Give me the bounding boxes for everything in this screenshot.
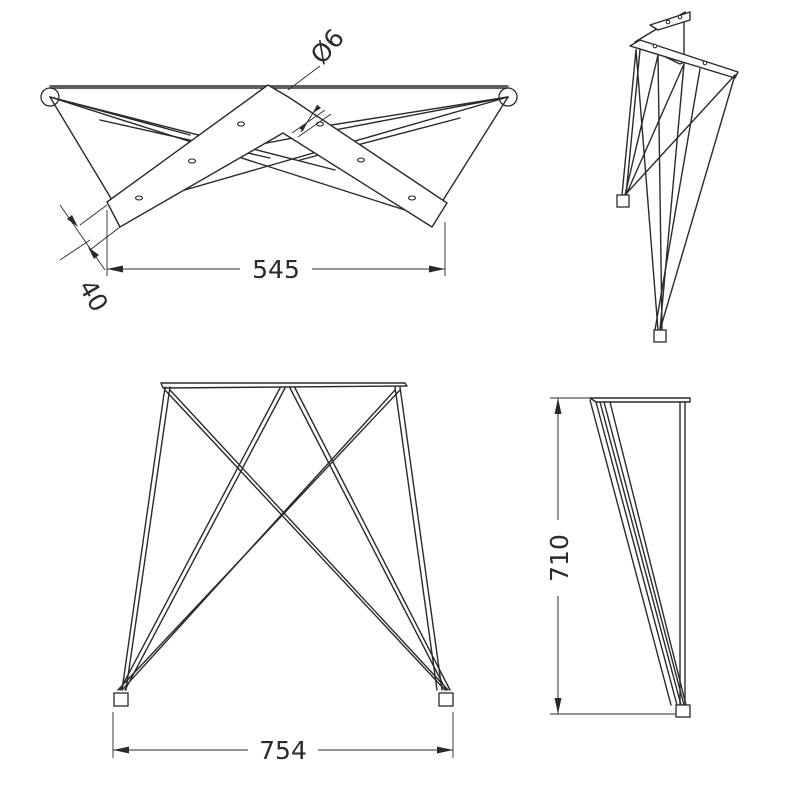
dimension-545: 545 [106, 210, 446, 284]
plate-hole [134, 195, 144, 201]
dimension-754: 754 [112, 712, 454, 765]
iso-bracket-hole [702, 60, 708, 66]
iso-bracket-hole [652, 43, 658, 49]
iso-bracket-hole [665, 19, 671, 25]
isometric-view [616, 11, 739, 343]
plate-hole [315, 121, 325, 127]
dimension-710: 710 [545, 397, 676, 715]
dimension-label-bottom-width: 754 [259, 736, 307, 765]
dimension-label-top-width: 545 [252, 255, 300, 284]
side-view-foot [675, 704, 691, 718]
front-view-rods [117, 386, 451, 691]
iso-bracket-horizontal [629, 39, 739, 79]
top-view-mounting-plate [106, 84, 448, 228]
dimension-40: 40 [59, 204, 121, 317]
side-view: 710 [545, 397, 691, 718]
dimension-label-rod-diameter: Ø6 [305, 24, 350, 70]
iso-rods [621, 49, 736, 331]
front-view: 754 [112, 382, 454, 765]
front-view-left-foot [113, 692, 129, 707]
plate-hole [236, 121, 246, 127]
plate-hole [407, 195, 417, 201]
top-view: 545 40 Ø6 [40, 24, 518, 317]
dimension-label-height: 710 [545, 534, 574, 582]
front-view-right-foot [438, 692, 454, 707]
side-view-top-plate [589, 397, 691, 403]
dimension-label-plate-width: 40 [73, 275, 114, 317]
iso-foot [616, 194, 630, 208]
front-view-top-plate [160, 382, 408, 389]
plate-hole [356, 157, 366, 163]
side-view-rods [589, 399, 687, 706]
iso-foot [653, 329, 667, 343]
iso-bracket-hole [677, 14, 683, 20]
plate-hole [187, 158, 197, 164]
